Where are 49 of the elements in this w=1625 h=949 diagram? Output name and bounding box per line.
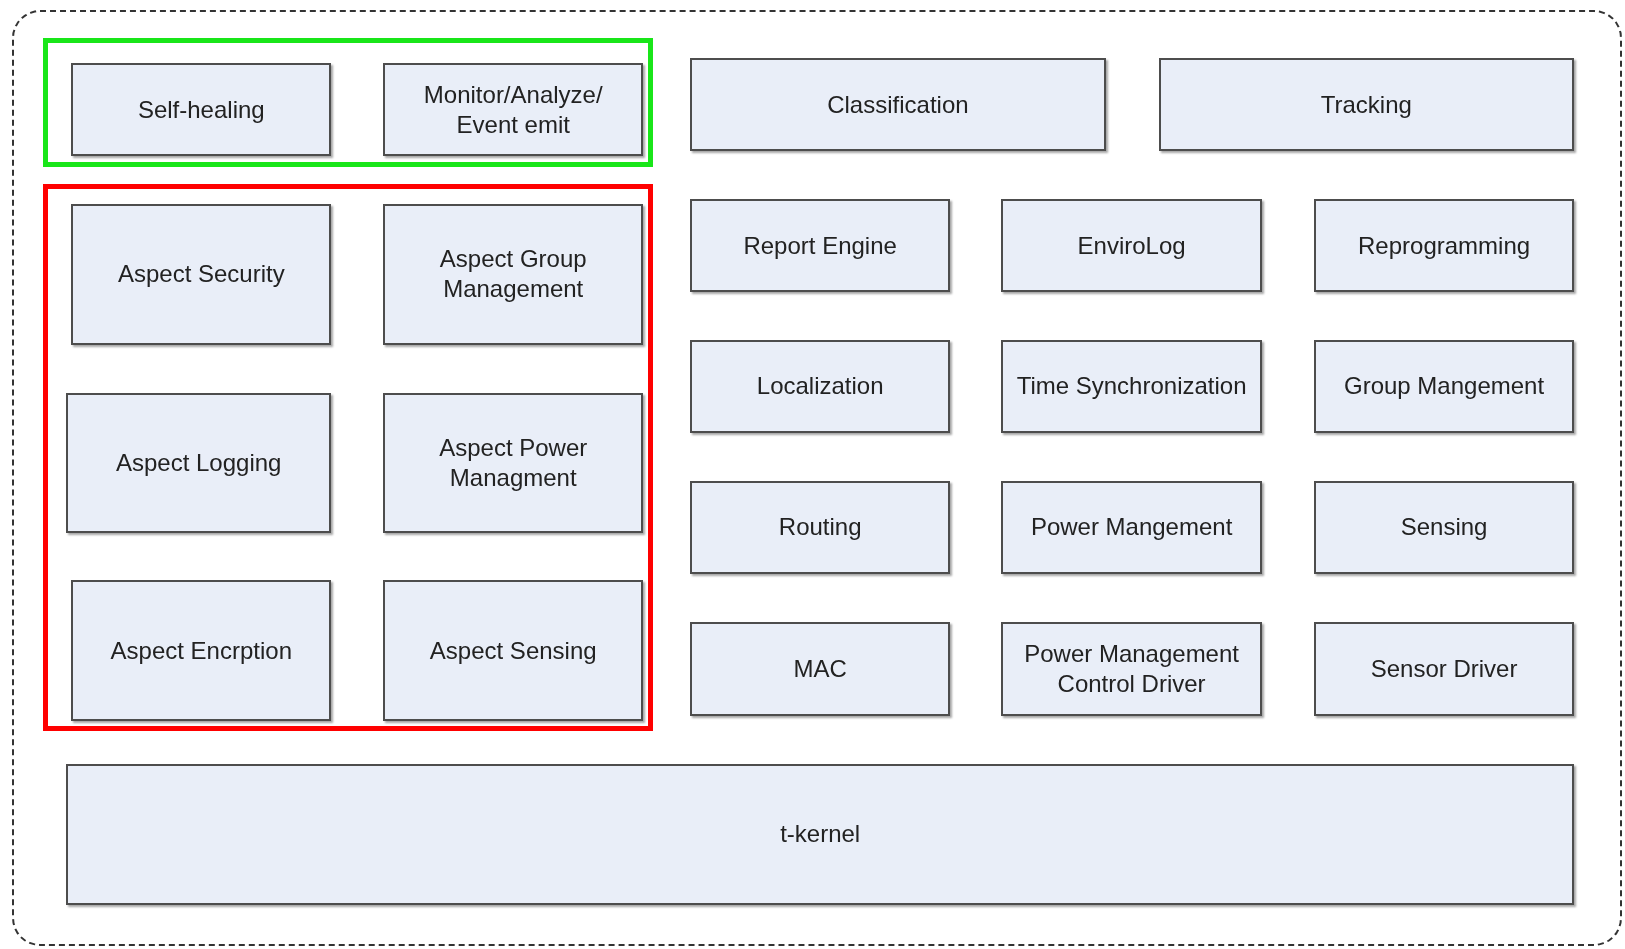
module-box <box>1001 198 1263 293</box>
highlight-frame <box>43 38 653 167</box>
module-label: Classification <box>827 89 969 120</box>
module-label: Group Mangement <box>1344 371 1545 402</box>
module-label: Aspect Power Managment <box>438 433 589 493</box>
module-box <box>1314 621 1575 717</box>
module-label: Aspect Group Management <box>438 244 588 305</box>
module-label: Localization <box>756 371 884 402</box>
module-label: Aspect Logging <box>115 448 282 478</box>
module-box <box>1314 198 1575 293</box>
module-box <box>690 57 1106 152</box>
module-box <box>690 339 951 434</box>
module-box <box>1158 57 1575 152</box>
module-box <box>383 62 644 157</box>
module-box <box>1314 480 1575 575</box>
module-box <box>71 580 332 722</box>
module-label: Power Management Control Driver <box>1023 638 1240 699</box>
module-label: Aspect Security <box>117 259 285 290</box>
module-box <box>66 392 332 534</box>
module-box <box>1001 621 1263 717</box>
module-box <box>71 203 332 345</box>
module-label: Routing <box>778 512 862 543</box>
module-label: Sensor Driver <box>1370 653 1518 684</box>
module-label: Sensing <box>1400 512 1488 543</box>
module-label: Tracking <box>1320 89 1412 120</box>
module-label: Reprogramming <box>1358 230 1531 261</box>
module-label: Time Synchronization <box>1016 371 1247 402</box>
module-label: t-kernel <box>780 819 861 850</box>
module-box <box>71 62 332 157</box>
module-box <box>383 580 644 722</box>
module-box <box>66 763 1575 905</box>
module-box <box>690 480 951 575</box>
module-box <box>1001 480 1263 575</box>
module-label: Monitor/Analyze/ Event emit <box>422 79 604 140</box>
module-label: Aspect Encrption <box>110 635 292 666</box>
highlight-frame <box>43 184 653 731</box>
module-box <box>690 198 951 293</box>
module-label: Report Engine <box>743 230 897 261</box>
module-label: MAC <box>793 653 847 684</box>
module-box <box>383 392 644 534</box>
module-box <box>690 621 951 717</box>
system-boundary <box>12 10 1622 947</box>
module-box <box>1001 339 1263 434</box>
module-label: EnviroLog <box>1077 230 1186 261</box>
module-box <box>383 203 644 345</box>
module-label: Self-healing <box>137 94 265 125</box>
module-label: Power Mangement <box>1030 512 1233 543</box>
module-box <box>1314 339 1575 434</box>
module-label: Aspect Sensing <box>429 635 597 666</box>
